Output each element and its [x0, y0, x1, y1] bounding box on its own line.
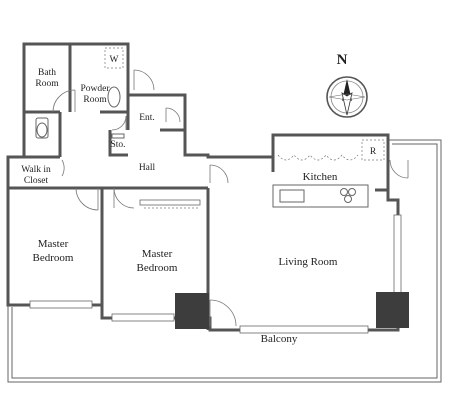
refrigerator-label: R [370, 147, 377, 157]
balcony-outline [7, 139, 442, 383]
compass-north-label: N [337, 52, 348, 68]
basin-icon [107, 86, 121, 108]
living-room-label: Living Room [279, 256, 338, 268]
exterior-walls [6, 42, 400, 332]
washer-icon [104, 47, 124, 69]
column-left [175, 293, 209, 329]
compass-icon [326, 76, 368, 118]
toilet-icon [35, 117, 49, 139]
stove-burner-icon [340, 188, 348, 196]
storage-label: Sto. [110, 140, 125, 150]
balcony-label: Balcony [261, 333, 298, 345]
stove-burner-icon [348, 188, 356, 196]
sink-icon [279, 189, 305, 203]
entrance-label: Ent. [139, 113, 155, 123]
kitchen-label: Kitchen [303, 171, 338, 183]
washer-label: W [110, 55, 119, 65]
hall-label: Hall [139, 163, 156, 173]
kitchen-counter [272, 184, 369, 208]
refrigerator-icon [361, 139, 385, 161]
door-swings [52, 69, 409, 327]
fixtures [35, 47, 385, 209]
stove-burner-icon [344, 195, 352, 203]
column-right [376, 292, 409, 328]
windows [29, 199, 402, 334]
